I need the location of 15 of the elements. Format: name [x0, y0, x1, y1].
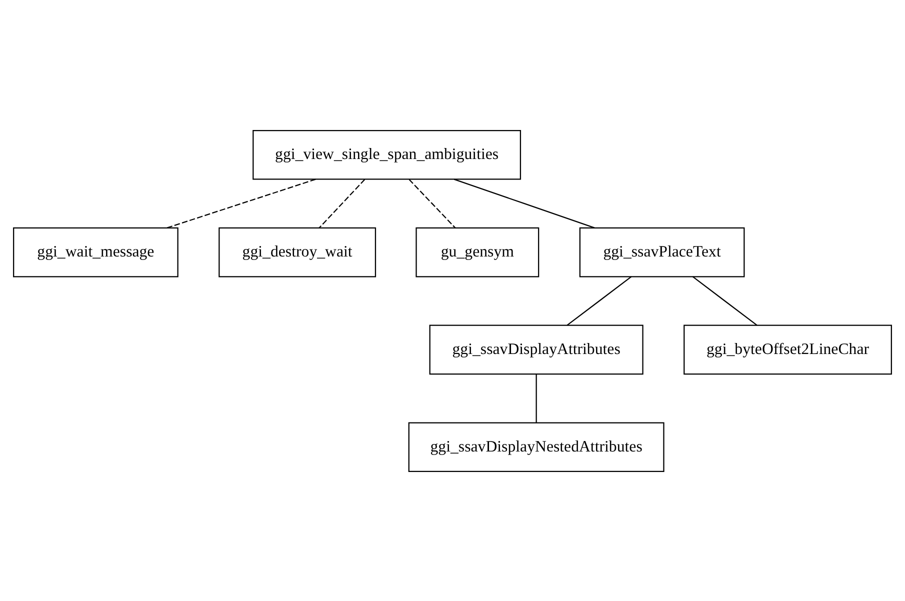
connector [536, 374, 537, 422]
connector [692, 276, 758, 326]
node-box: ggi_wait_message [13, 226, 178, 277]
node-box: gu_gensym [416, 226, 540, 277]
node-box: ggi_ssavDisplayAttributes [429, 324, 644, 374]
node-box: ggi_ssavPlaceText [579, 226, 745, 277]
node-box: ggi_destroy_wait [218, 226, 376, 277]
node-box: ggi_ssavDisplayNestedAttributes [408, 422, 664, 472]
node-box: ggi_byteOffset2LineChar [684, 324, 892, 374]
node-box: ggi_view_single_span_ambiguities [252, 129, 522, 180]
connector [408, 178, 456, 228]
connector [566, 276, 632, 326]
connector [454, 178, 595, 228]
connector [318, 178, 366, 228]
connector [167, 178, 316, 228]
